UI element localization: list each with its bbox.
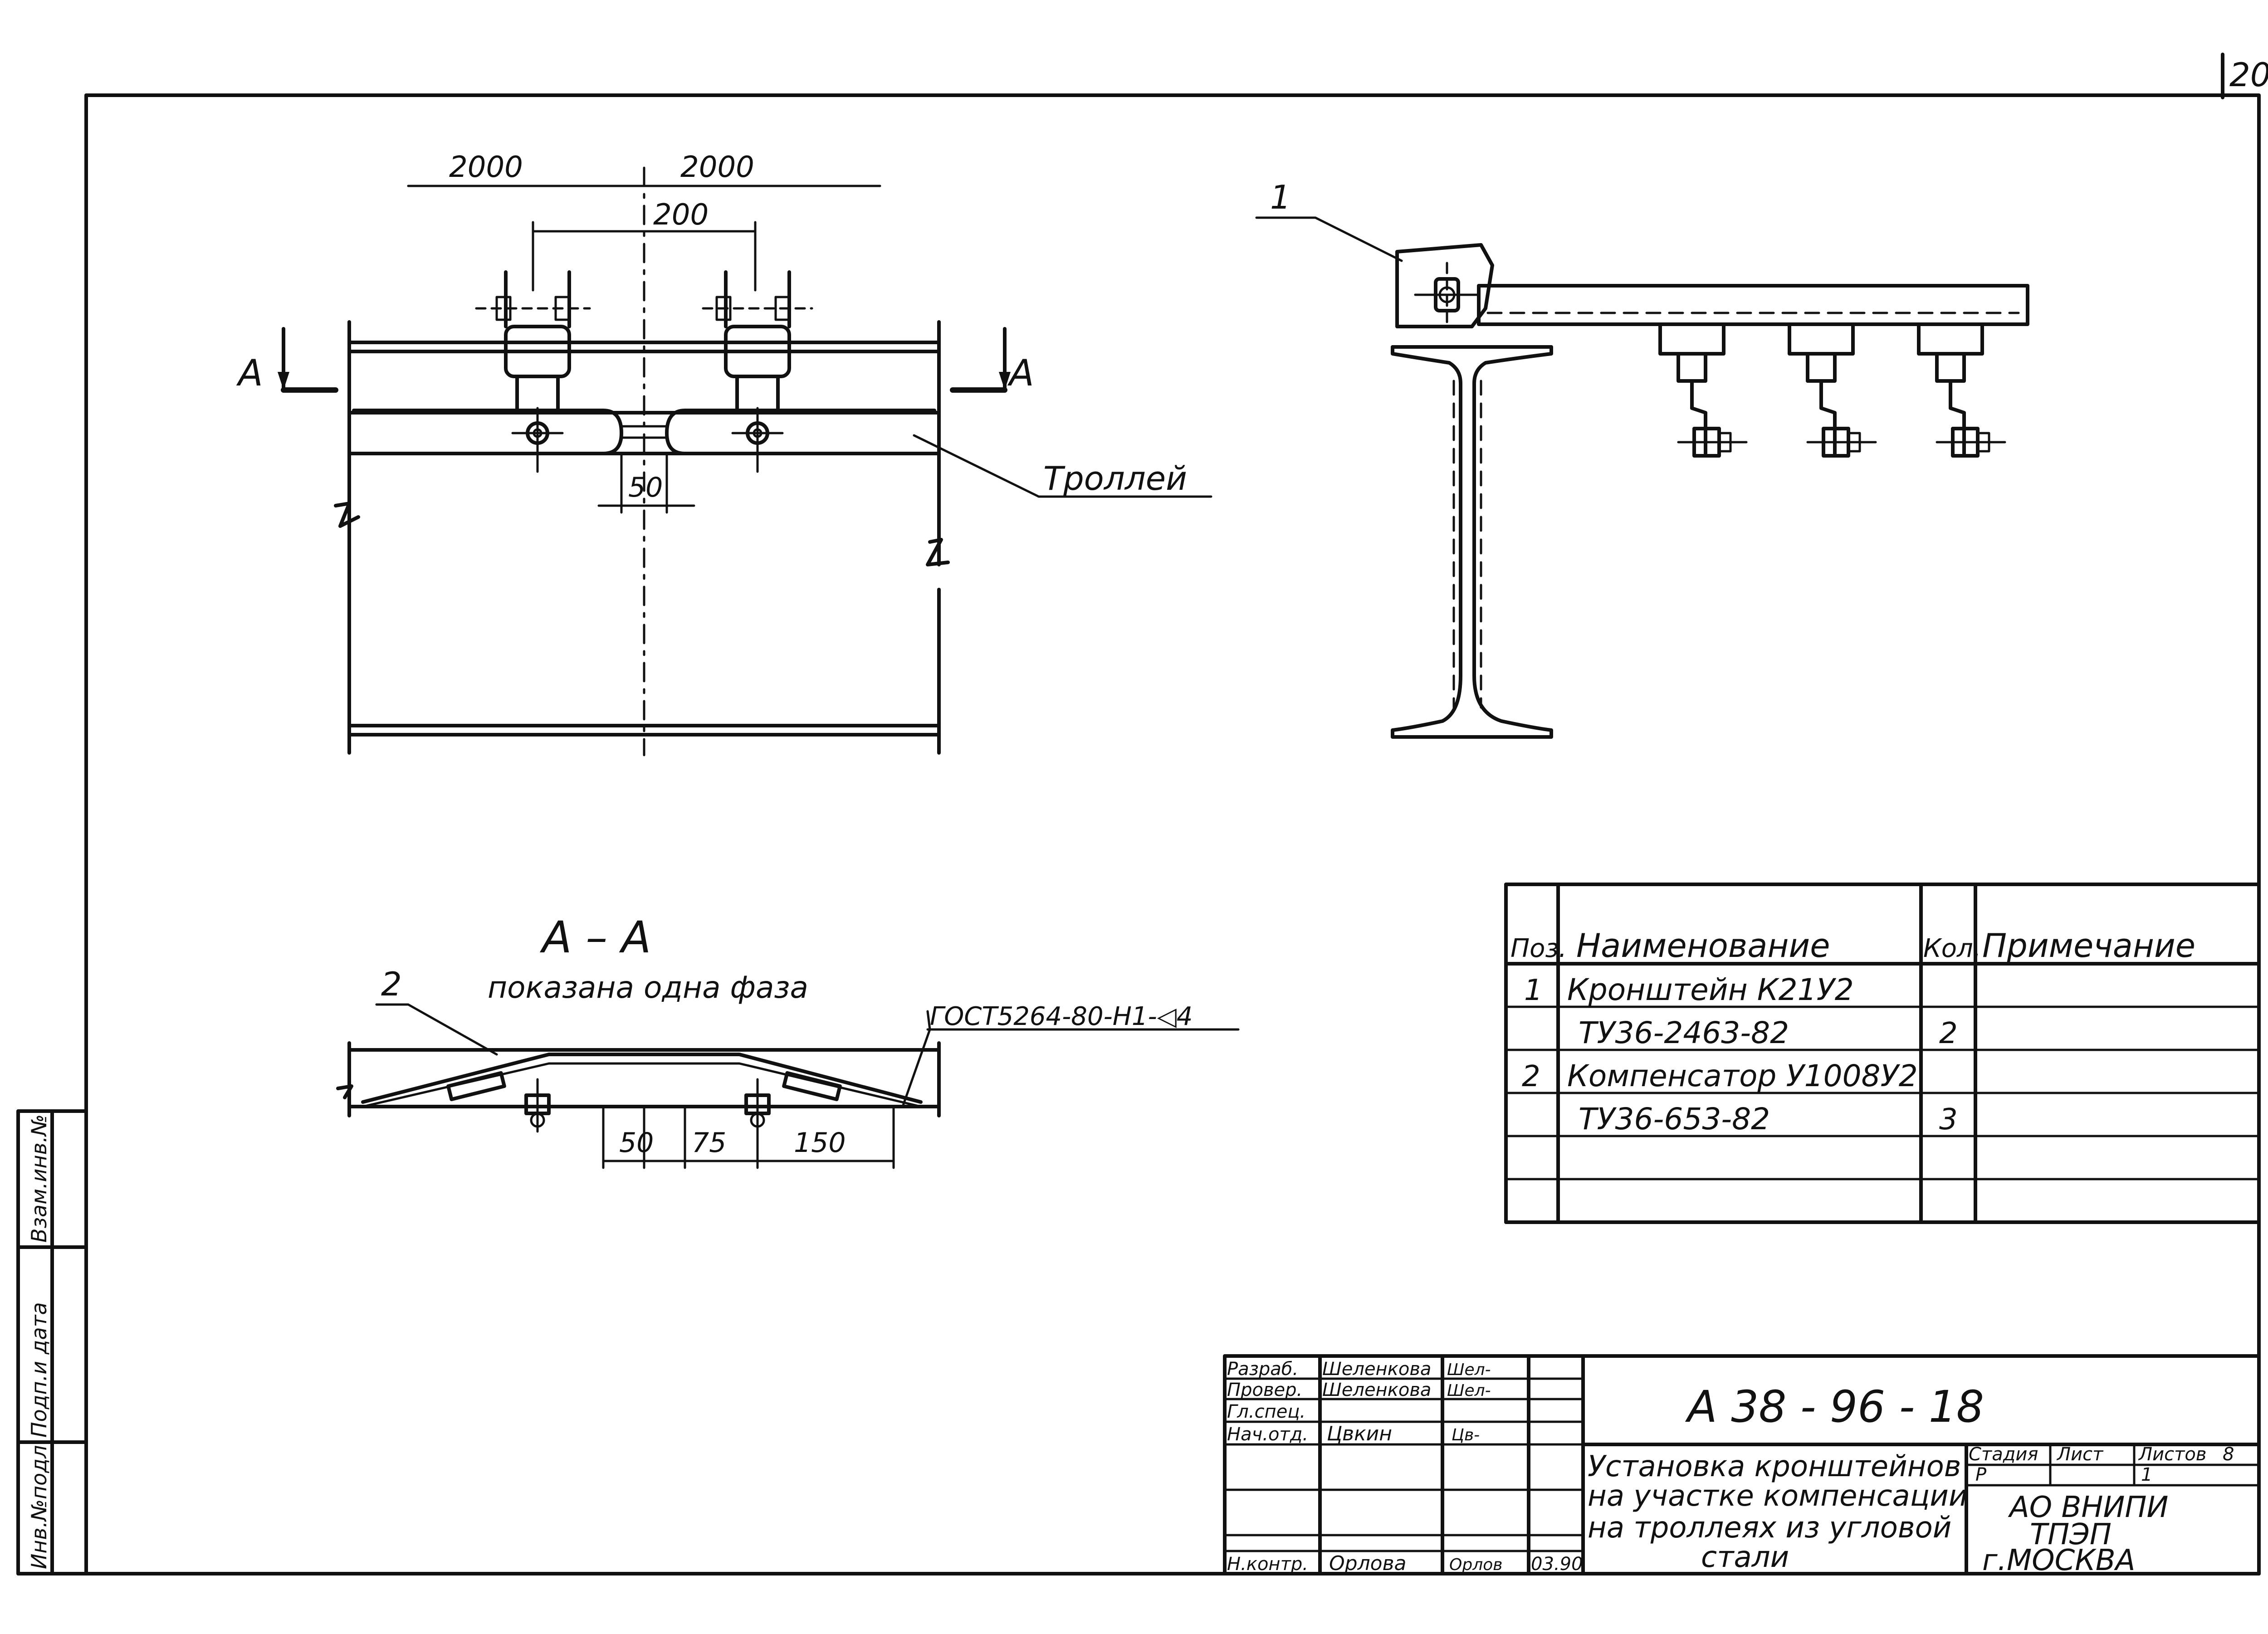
- spec-row2-name: ТУ36-2463-82: [1579, 1015, 1789, 1050]
- spec-row4-qty: 3: [1939, 1103, 1958, 1136]
- section-dim-1: 50: [619, 1127, 654, 1159]
- tb-title-line-3: на троллеях из угловой: [1588, 1511, 1951, 1545]
- label-trolley: Троллей: [1043, 459, 1187, 498]
- tb-doc-code: А 38 - 96 - 18: [1685, 1381, 1984, 1432]
- tb-name-2: Шеленкова: [1322, 1380, 1431, 1400]
- spec-header-qty: Кол.: [1923, 934, 1981, 963]
- tb-title-line-1: Установка кронштейнов: [1588, 1450, 1961, 1483]
- tb-name-4: Цвкин: [1327, 1422, 1392, 1445]
- tb-sheet-label: Лист: [2056, 1444, 2104, 1465]
- tb-name-1: Шеленкова: [1322, 1359, 1431, 1380]
- tb-sheets-value: 8: [2223, 1444, 2234, 1465]
- spec-row1-pos: 1: [1524, 974, 1543, 1007]
- spec-row3-pos: 2: [1522, 1060, 1540, 1093]
- sheet-corner-number: 20: [2229, 56, 2268, 94]
- tb-sign-7: Орлов: [1449, 1556, 1502, 1574]
- tb-sheet-value: 1: [2141, 1464, 2152, 1485]
- tb-org-line-2: ТПЭП: [2030, 1518, 2112, 1551]
- section-title: А – А: [539, 912, 651, 963]
- tb-role-7: Н.контр.: [1227, 1554, 1308, 1575]
- tb-role-1: Разраб.: [1227, 1359, 1298, 1380]
- spec-row4-name: ТУ36-653-82: [1579, 1102, 1770, 1136]
- spec-row2-qty: 2: [1939, 1017, 1958, 1050]
- plan-view: 2000 2000 200: [236, 151, 1212, 756]
- tb-date: 03.90: [1531, 1554, 1583, 1575]
- section-dim-3: 150: [794, 1127, 846, 1159]
- stamp-replace-inv: Взам.инв.№: [27, 1114, 51, 1243]
- spec-header-note: Примечание: [1982, 927, 2195, 965]
- plan-dim-gap: 50: [628, 472, 663, 503]
- stamp-sign-date: Подп.и дата: [27, 1302, 51, 1438]
- spec-row3-name: Компенсатор У1008У2: [1567, 1058, 1918, 1093]
- section-dim-2: 75: [692, 1127, 726, 1159]
- spec-row1-name: Кронштейн К21У2: [1567, 972, 1854, 1007]
- tb-sign-2: Шел-: [1447, 1381, 1491, 1400]
- plan-dim-left: 2000: [449, 151, 523, 184]
- hanger-2: [1788, 322, 1877, 458]
- section-subtitle: показана одна фаза: [488, 970, 808, 1005]
- tb-sheets-label: Листов: [2138, 1444, 2206, 1465]
- tb-role-2: Провер.: [1227, 1380, 1302, 1400]
- spec-header-pos: Поз.: [1510, 934, 1567, 963]
- plan-dim-spacing: 200: [653, 198, 709, 232]
- spec-header-name: Наименование: [1576, 927, 1830, 965]
- title-block: Разраб. Шеленкова Шел- Провер. Шеленкова…: [1223, 1354, 2261, 1577]
- tb-name-7: Орлова: [1329, 1552, 1407, 1575]
- tb-title-line-4: стали: [1701, 1541, 1789, 1574]
- tb-title-line-2: на участке компенсации: [1588, 1479, 1967, 1513]
- stamp-inv-no: Инв.№подл.: [27, 1439, 51, 1569]
- spec-table: Поз. Наименование Кол. Примечание 1 Крон…: [1504, 883, 2261, 1224]
- sheet-frame: [84, 93, 2261, 1575]
- tb-sign-1: Шел-: [1447, 1361, 1491, 1379]
- plan-dim-right: 2000: [680, 151, 754, 184]
- section-mark-left: А: [236, 352, 263, 394]
- tb-role-4: Нач.отд.: [1227, 1424, 1308, 1445]
- section-mark-right: А: [1007, 352, 1034, 394]
- section-callout-2: 2: [381, 965, 402, 1003]
- hanger-3: [1917, 322, 2006, 458]
- section-view: А – А показана одна фаза 50 75 150 2: [336, 912, 1240, 1169]
- tb-org-line-3: г.МОСКВА: [1982, 1544, 2135, 1577]
- section-weld-note: ГОСТ5264-80-Н1-◁4: [930, 1002, 1193, 1031]
- side-stamp: Инв.№подл. Подп.и дата Взам.инв.№: [16, 1109, 88, 1575]
- side-callout-1: 1: [1270, 178, 1291, 216]
- tb-sign-4: Цв-: [1452, 1426, 1480, 1444]
- hanger-1: [1658, 322, 1748, 458]
- side-view: 1: [1255, 178, 2029, 739]
- tb-stage-value: Р: [1975, 1464, 1987, 1485]
- tb-role-3: Гл.спец.: [1227, 1401, 1305, 1422]
- tb-org-line-1: АО ВНИПИ: [2008, 1491, 2168, 1524]
- tb-stage-label: Стадия: [1969, 1444, 2038, 1465]
